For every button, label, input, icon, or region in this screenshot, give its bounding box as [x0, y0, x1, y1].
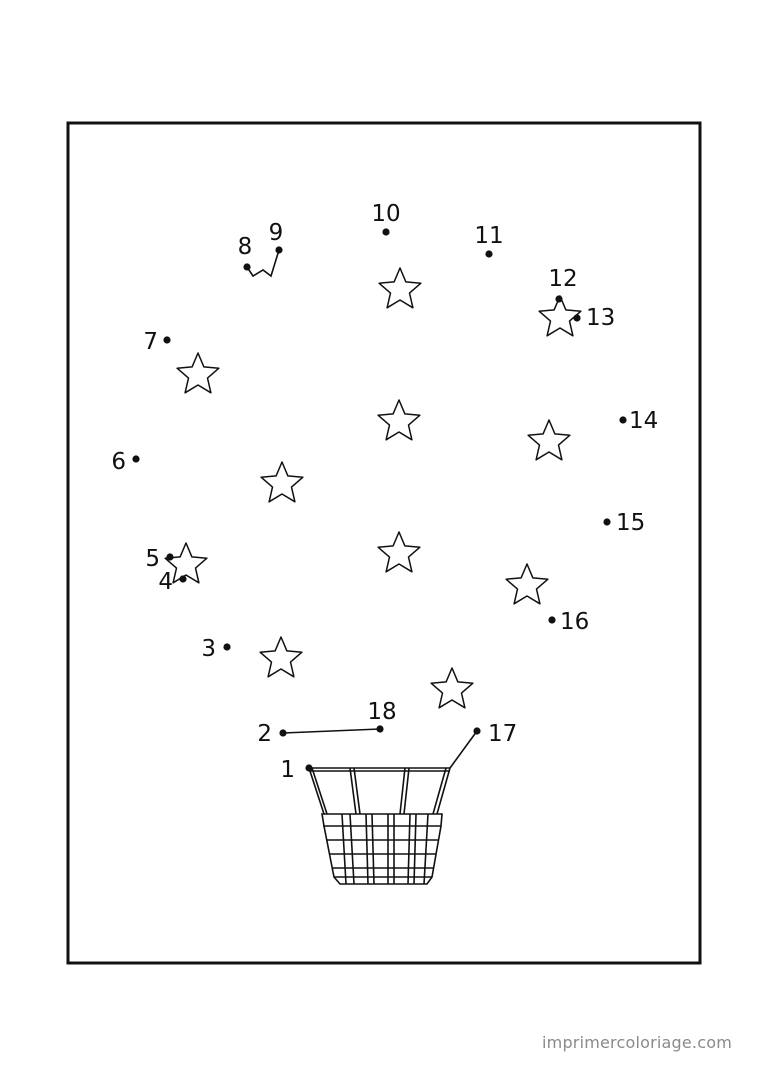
star-icon [176, 352, 220, 394]
balloon-basket [308, 730, 478, 885]
dot-label-12: 12 [548, 266, 577, 292]
dot-label-2: 2 [257, 721, 272, 747]
dot-label-1: 1 [280, 757, 295, 783]
dot-label-13: 13 [586, 305, 615, 331]
dot-label-8: 8 [238, 234, 253, 260]
dot-label-4: 4 [158, 569, 173, 595]
star-icon [527, 419, 571, 461]
dot-label-9: 9 [269, 220, 284, 246]
star-icon [377, 531, 421, 573]
dot-label-7: 7 [143, 329, 158, 355]
star-icon [378, 267, 422, 309]
star-icon [260, 461, 304, 503]
dot-9 [275, 246, 283, 254]
dot-15 [603, 518, 611, 526]
dot-connector-line [282, 728, 381, 734]
footer-website: imprimercoloriage.com [542, 1033, 732, 1052]
star-outline-partial [246, 249, 280, 278]
dot-label-17: 17 [488, 721, 517, 747]
dot-label-16: 16 [560, 609, 589, 635]
star-icon [430, 667, 474, 709]
star-icon [377, 399, 421, 441]
dot-label-10: 10 [371, 201, 400, 227]
star-icon [505, 563, 549, 605]
star-decorations [164, 267, 582, 709]
dot-8 [243, 263, 251, 271]
dot-6 [132, 455, 140, 463]
dot-label-14: 14 [629, 408, 658, 434]
dot-label-5: 5 [145, 546, 160, 572]
dot-12 [555, 295, 563, 303]
dot-4 [179, 575, 187, 583]
star-icon [538, 295, 582, 337]
dot-3 [223, 643, 231, 651]
dot-7 [163, 336, 171, 344]
dot-16 [548, 616, 556, 624]
dot-10 [382, 228, 390, 236]
dot-2 [279, 729, 287, 737]
dot-17 [473, 727, 481, 735]
dot-label-18: 18 [367, 699, 396, 725]
star-icon [259, 636, 303, 678]
dot-label-3: 3 [201, 636, 216, 662]
dot-11 [485, 250, 493, 258]
dot-18 [376, 725, 384, 733]
dot-13 [573, 314, 581, 322]
dot-label-6: 6 [111, 449, 126, 475]
dot-14 [619, 416, 627, 424]
page-frame [66, 121, 702, 965]
dot-1 [305, 764, 313, 772]
dot-label-15: 15 [616, 510, 645, 536]
dot-label-11: 11 [474, 223, 503, 249]
dot-5 [166, 553, 174, 561]
